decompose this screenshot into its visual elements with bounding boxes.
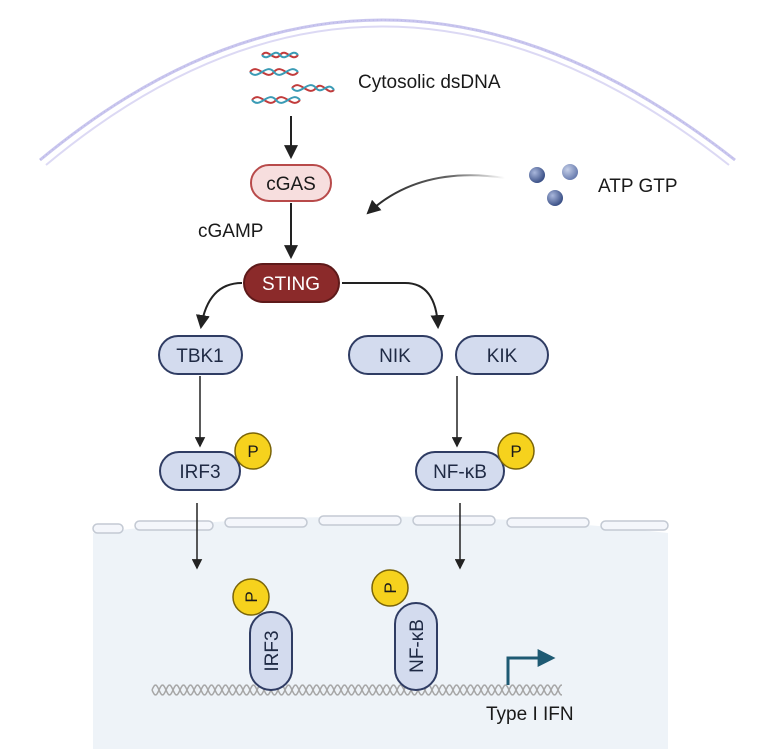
nfkb-node: NF-κB P: [415, 432, 535, 491]
cgas-label: cGAS: [266, 174, 316, 195]
nucleus: [93, 516, 668, 749]
atp-gtp-label: ATP GTP: [598, 176, 678, 197]
irf3-nuclear-node: IRF3 P: [232, 578, 293, 691]
phospho-badge: P: [232, 578, 270, 616]
cgas-node: cGAS: [250, 164, 332, 202]
genomic-dna: [151, 684, 562, 696]
cell-membrane: [39, 18, 736, 166]
kik-node: KIK: [455, 335, 549, 375]
nik-label: NIK: [379, 346, 411, 367]
cgamp-label: cGAMP: [198, 221, 263, 242]
kik-label: KIK: [487, 346, 518, 367]
nfkb-nuclear-label: NF-κB: [407, 619, 428, 673]
tbk1-node: TBK1: [158, 335, 243, 375]
nfkb-label: NF-κB: [433, 462, 487, 483]
sting-node: STING: [243, 263, 340, 303]
sting-label: STING: [262, 274, 320, 295]
phospho-badge: P: [234, 432, 272, 470]
nfkb-nuclear-node: NF-κB P: [371, 569, 438, 691]
ntp-icon: [529, 164, 578, 206]
irf3-label: IRF3: [179, 462, 220, 483]
dsdna-label: Cytosolic dsDNA: [358, 72, 501, 93]
phospho-label: P: [381, 582, 400, 593]
arrow-sting-tbk1: [195, 282, 243, 330]
nik-node: NIK: [348, 335, 443, 375]
phospho-label: P: [247, 442, 258, 461]
dsdna-icon: [249, 51, 335, 104]
irf3-nuclear-label: IRF3: [262, 630, 283, 671]
phospho-badge: P: [497, 432, 535, 470]
phospho-label: P: [510, 442, 521, 461]
phospho-badge: P: [371, 569, 409, 607]
type1-ifn-label: Type I IFN: [486, 704, 574, 725]
tbk1-label: TBK1: [176, 346, 224, 367]
nuclear-envelope: [92, 515, 669, 534]
arrow-sting-nik: [342, 282, 445, 330]
promoter-arrow-icon: [506, 649, 556, 685]
arrow-ntp-cgamp: [366, 174, 506, 215]
phospho-label: P: [242, 591, 261, 602]
irf3-node: IRF3 P: [159, 432, 272, 491]
